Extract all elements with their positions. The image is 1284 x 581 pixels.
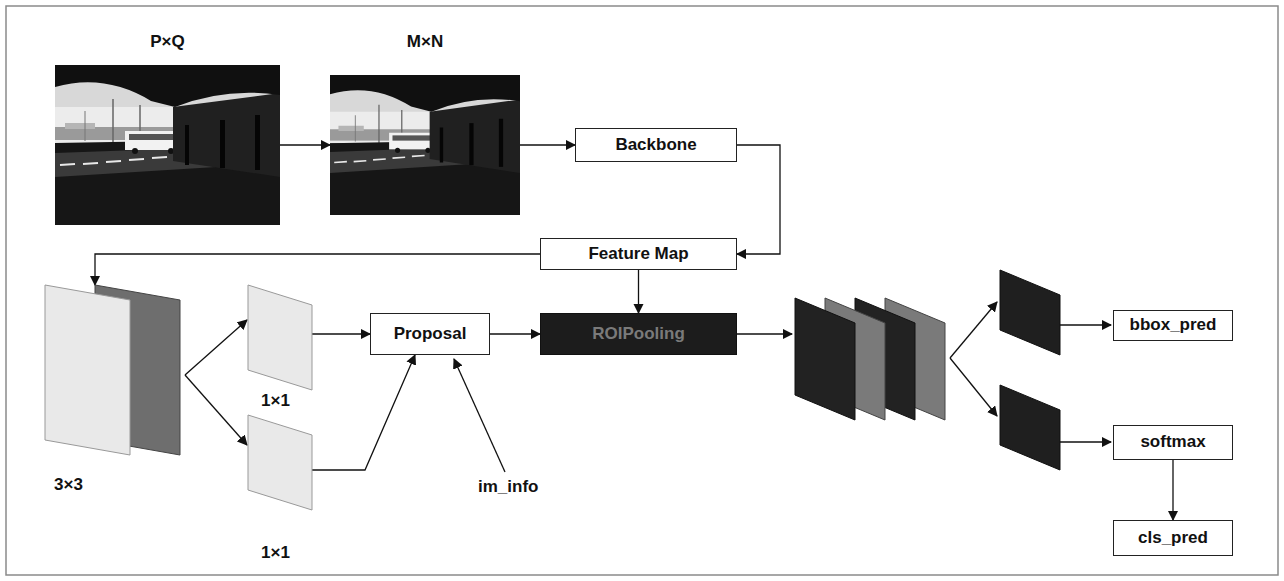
outer-frame — [6, 6, 1278, 575]
kernel-label: 3×3 — [54, 475, 83, 494]
kernel-size: 3×3 — [54, 475, 83, 495]
box-label: bbox_pred — [1130, 315, 1217, 335]
process-box: bbox_pred — [1113, 310, 1233, 341]
box-label: Backbone — [615, 135, 696, 155]
process-box: cls_pred — [1113, 520, 1233, 556]
size-heading: P×Q — [55, 32, 280, 52]
flow-connector — [1172, 460, 1173, 520]
flow-connector — [638, 270, 639, 313]
size-label: P×Q — [150, 32, 185, 51]
flow-connector — [520, 144, 575, 145]
flow-connector — [185, 320, 247, 375]
input-label: im_info — [478, 477, 538, 497]
fc-layers — [1000, 270, 1060, 470]
box-label: Proposal — [394, 324, 467, 344]
pooling-box: ROIPooling — [540, 313, 737, 355]
plane-shape — [40, 280, 185, 505]
kernel-label: 1×1 — [261, 543, 290, 562]
size-heading: M×N — [330, 32, 520, 52]
feature-plane: 1×1 — [245, 283, 315, 413]
box-label: Feature Map — [588, 244, 688, 264]
process-box: softmax — [1113, 425, 1233, 460]
feature-plane: 3×3 — [40, 280, 185, 505]
size-label: M×N — [407, 32, 443, 51]
process-box: Proposal — [370, 313, 490, 355]
image-node: P×Q — [55, 30, 280, 225]
flow-connector — [312, 333, 370, 334]
kernel-size: 1×1 — [261, 391, 290, 411]
signal-name: im_info — [478, 477, 538, 496]
box-label: cls_pred — [1138, 528, 1208, 548]
photo-illustration — [55, 65, 280, 225]
flow-connector — [490, 333, 540, 334]
process-box: Backbone — [575, 128, 737, 162]
box-label: softmax — [1140, 432, 1205, 452]
feature-stack — [795, 298, 945, 420]
process-box: Feature Map — [540, 238, 737, 270]
flow-connector — [737, 145, 780, 254]
feature-plane: 1×1 — [245, 413, 315, 568]
flow-connector — [312, 355, 415, 470]
image-node: M×N — [330, 30, 520, 215]
box-label: ROIPooling — [592, 324, 685, 344]
photo-illustration — [330, 75, 520, 215]
flow-arrows — [454, 302, 1111, 472]
flow-connector — [95, 254, 540, 285]
kernel-size: 1×1 — [261, 543, 290, 563]
flow-connector — [280, 144, 330, 145]
kernel-label: 1×1 — [261, 391, 290, 410]
flow-connector — [185, 375, 247, 445]
